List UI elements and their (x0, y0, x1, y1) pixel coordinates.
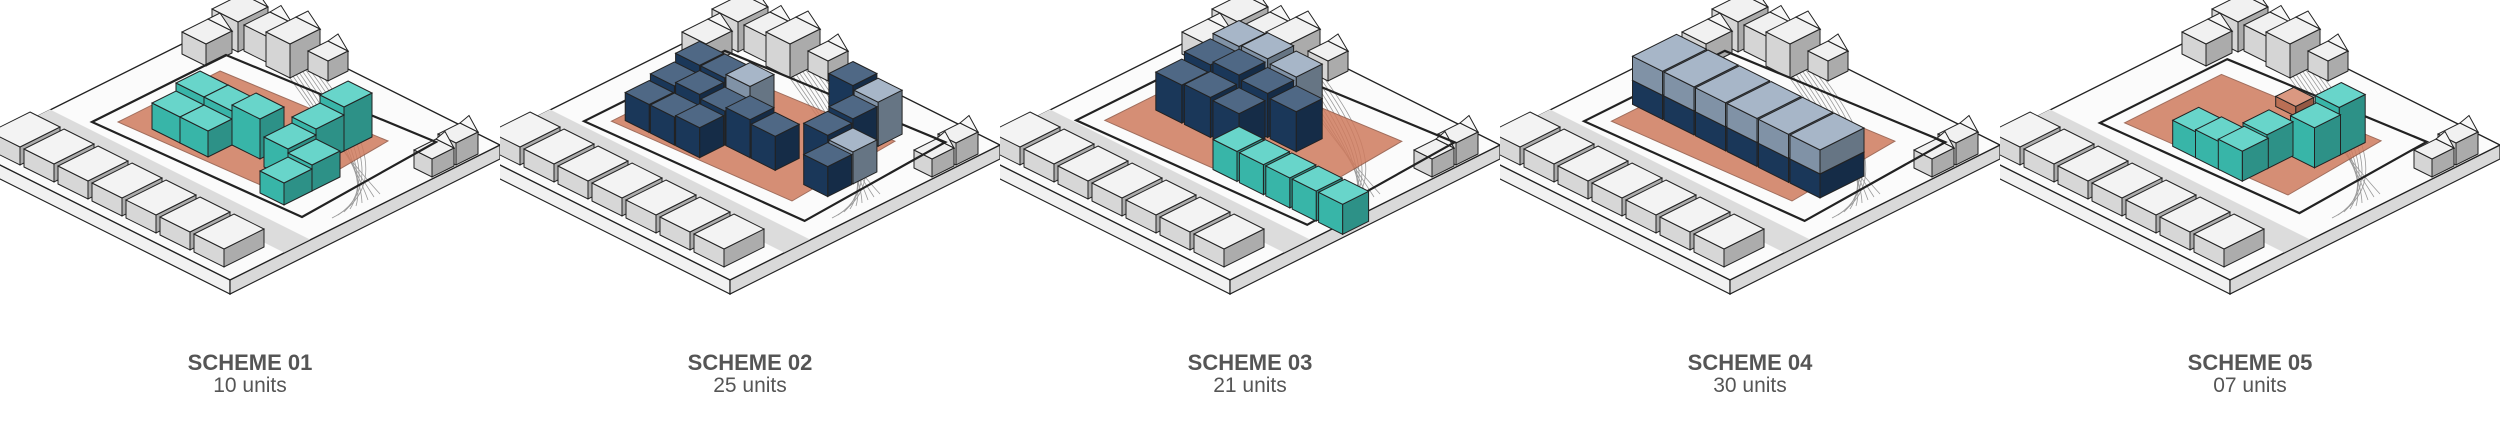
house-gable (2327, 33, 2350, 53)
scheme-diagram (500, 0, 1000, 295)
scheme-diagram (2000, 0, 2500, 295)
house-gable (327, 33, 350, 53)
context-houses (2180, 0, 2480, 178)
context-terrace (1000, 111, 1266, 268)
context-terrace (1500, 111, 1766, 268)
context-house (192, 213, 266, 268)
scheme-title: SCHEME 05 (2187, 350, 2313, 375)
massing-modules (1631, 33, 1866, 199)
unit-module (1269, 85, 1324, 153)
context-house (180, 12, 234, 67)
house-gable (1252, 0, 1269, 8)
context-houses (180, 0, 480, 178)
house-gable (959, 114, 980, 134)
house-gable (252, 0, 269, 8)
context-house (1192, 213, 1266, 268)
house-gable (752, 0, 769, 8)
context-house (1764, 10, 1822, 79)
house-gable (2459, 114, 2480, 134)
house-gable (459, 114, 480, 134)
unit-module (2217, 125, 2270, 183)
house-gable (2252, 0, 2269, 8)
house-gable (1327, 33, 1350, 53)
context-house (2180, 12, 2234, 67)
house-gable (1794, 10, 1822, 31)
house-gable (1768, 4, 1794, 25)
house-gable (794, 10, 822, 31)
scheme-title: SCHEME 01 (187, 350, 313, 375)
site-boundary (1073, 45, 1458, 227)
house-gable (2294, 10, 2322, 31)
house-gable (1827, 33, 1850, 53)
site-boundary (1581, 49, 1948, 223)
unit-module (2289, 102, 2342, 169)
unit-module (674, 103, 725, 159)
unit-module (178, 104, 234, 158)
house-gable (206, 12, 234, 33)
scheme-title: SCHEME 03 (1187, 350, 1313, 375)
house-gable (435, 130, 456, 150)
scheme-diagram (1000, 0, 1500, 295)
context-house (2192, 213, 2266, 268)
house-gable (1752, 0, 1769, 8)
context-house (692, 213, 766, 268)
house-gable (1294, 10, 1322, 31)
context-house (1692, 213, 1766, 268)
house-gable (768, 4, 794, 25)
house-gable (1706, 12, 1734, 33)
context-house (2264, 10, 2322, 79)
massing-modules (150, 70, 374, 206)
context-house (1806, 33, 1850, 82)
context-terrace (500, 111, 766, 268)
scheme-diagram (0, 0, 500, 295)
house-gable (294, 10, 322, 31)
unit-module (802, 142, 853, 198)
context-house (2412, 130, 2456, 178)
context-terrace (2000, 111, 2266, 268)
unit-module (230, 92, 286, 160)
house-gable (1959, 114, 1980, 134)
scheme-unit-count: 25 units (713, 374, 787, 397)
context-house (764, 10, 822, 79)
contour-line (2307, 57, 2366, 219)
house-gable (2268, 4, 2294, 25)
house-gable (2435, 130, 2456, 150)
massing-modules (624, 40, 904, 198)
massing-modules (1154, 19, 1370, 236)
massing-modules (2171, 81, 2367, 183)
house-gable (2206, 12, 2234, 33)
contour-line (2301, 54, 2363, 216)
unit-module (750, 111, 801, 172)
house-gable (1459, 114, 1480, 134)
context-house (306, 33, 350, 82)
unit-module (258, 156, 314, 206)
house-gable (1268, 4, 1294, 25)
scheme-unit-count: 21 units (1213, 374, 1287, 397)
scheme-title: SCHEME 04 (1687, 350, 1813, 375)
scheme-unit-count: 07 units (2213, 374, 2287, 397)
context-house (412, 130, 456, 178)
contour-line (307, 57, 366, 219)
scheme-diagram (1500, 0, 2000, 295)
context-terrace (0, 111, 266, 268)
house-gable (268, 4, 294, 25)
unit-module (1788, 112, 1866, 175)
scheme-unit-count: 10 units (213, 374, 287, 397)
scheme-title: SCHEME 02 (687, 350, 813, 375)
unit-module (1317, 178, 1370, 236)
house-gable (827, 33, 850, 53)
context-house (2306, 33, 2350, 82)
house-gable (706, 12, 734, 33)
scheme-unit-count: 30 units (1713, 374, 1787, 397)
